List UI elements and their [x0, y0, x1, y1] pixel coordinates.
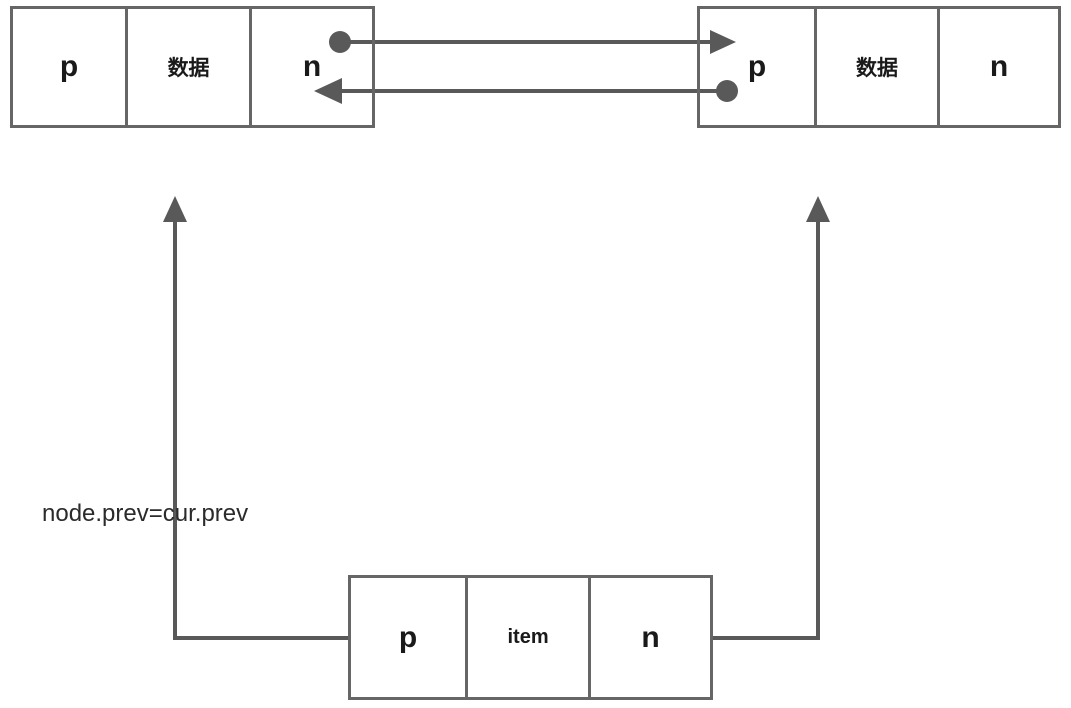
connector-path	[173, 215, 348, 640]
arrowhead-right-icon	[710, 30, 736, 54]
arrowhead-left-icon	[314, 78, 342, 104]
connector-prev-next-to-cur	[329, 30, 736, 54]
node-new-cell-next: n	[588, 578, 710, 697]
node-previous: p 数据 n	[10, 6, 375, 128]
node-previous-cell-next: n	[249, 9, 372, 125]
node-current-cell-data: 数据	[814, 9, 937, 125]
node-new-cell-prev: p	[398, 620, 418, 654]
node-new-cell-data: item	[465, 578, 588, 697]
source-dot	[329, 31, 351, 53]
node-previous-cell-data: 数据	[125, 9, 249, 125]
node-current: p 数据 n	[697, 6, 1061, 128]
node-new: p item n	[348, 575, 713, 700]
connector-new-next-to-cur-node	[713, 196, 830, 640]
node-current-cell-prev: p	[747, 50, 767, 83]
connector-path	[713, 215, 820, 640]
node-current-cell-next: n	[937, 9, 1058, 125]
arrowhead-up-icon	[806, 196, 830, 222]
annotation-node-prev-assignment: node.prev=cur.prev	[42, 500, 249, 527]
arrowhead-up-icon	[163, 196, 187, 222]
connector-cur-prev-to-prev	[314, 78, 738, 104]
connector-new-prev-to-prev-node	[163, 196, 348, 640]
source-dot	[716, 80, 738, 102]
node-previous-cell-prev: p	[59, 50, 79, 83]
